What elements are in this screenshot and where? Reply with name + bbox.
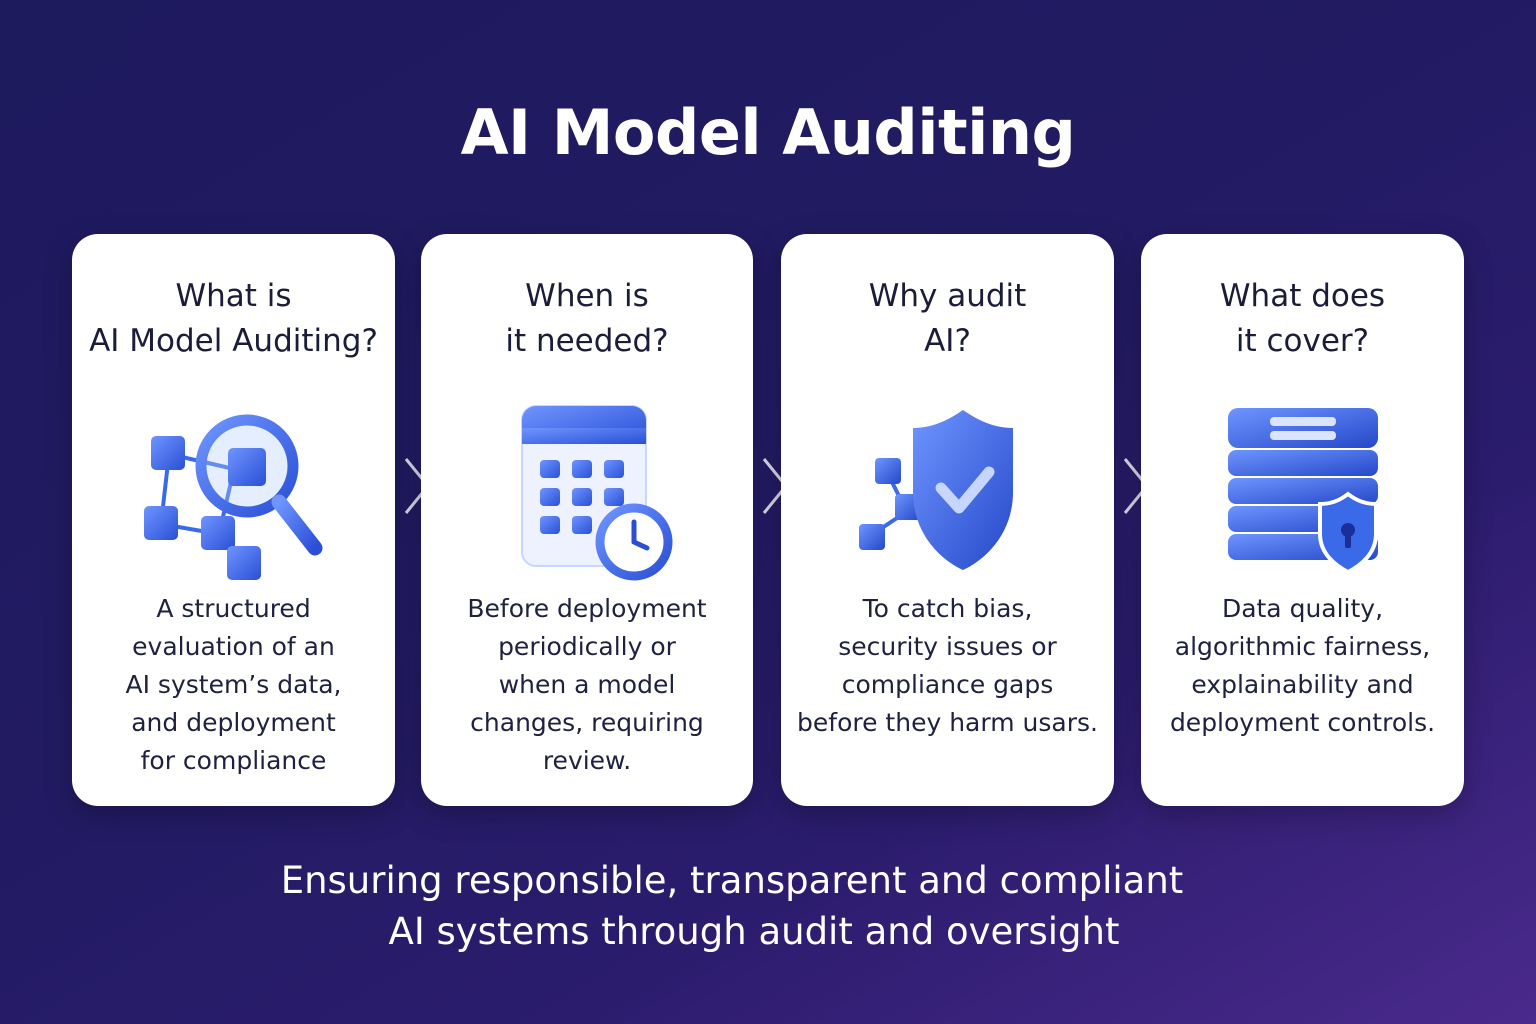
calendar-clock-icon (521, 405, 673, 581)
card-description: Data quality, algorithmic fairness, expl… (1169, 594, 1436, 737)
footer-tagline: Ensuring responsible, transparent and co… (0, 855, 1536, 957)
card-why-audit: Why audit AI? To catch bias, security is… (781, 234, 1114, 806)
card-description: Before deployment periodically or when a… (467, 594, 707, 775)
card-heading: Why audit AI? (868, 278, 1027, 359)
page-title: AI Model Auditing (460, 96, 1076, 169)
card-what-is: What is AI Model Auditing? A structured … (72, 234, 395, 806)
database-lock-icon (1227, 408, 1378, 575)
card-when-needed: When is it needed? Before deployment per… (421, 234, 753, 806)
card-description: A structured evaluation of an AI system’… (125, 594, 342, 775)
footer-line-2: AI systems through audit and oversight (388, 910, 1120, 953)
card-description: To catch bias, security issues or compli… (797, 594, 1098, 737)
magnifier-network-icon (143, 414, 322, 580)
shield-check-icon (858, 410, 1013, 570)
footer-line-1: Ensuring responsible, transparent and co… (280, 859, 1184, 902)
card-heading: What is AI Model Auditing? (89, 278, 378, 359)
card-heading: When is it needed? (505, 278, 669, 359)
card-what-covers: What does it cover? Data quality, algori… (1141, 234, 1464, 806)
card-heading: What does it cover? (1219, 278, 1386, 359)
